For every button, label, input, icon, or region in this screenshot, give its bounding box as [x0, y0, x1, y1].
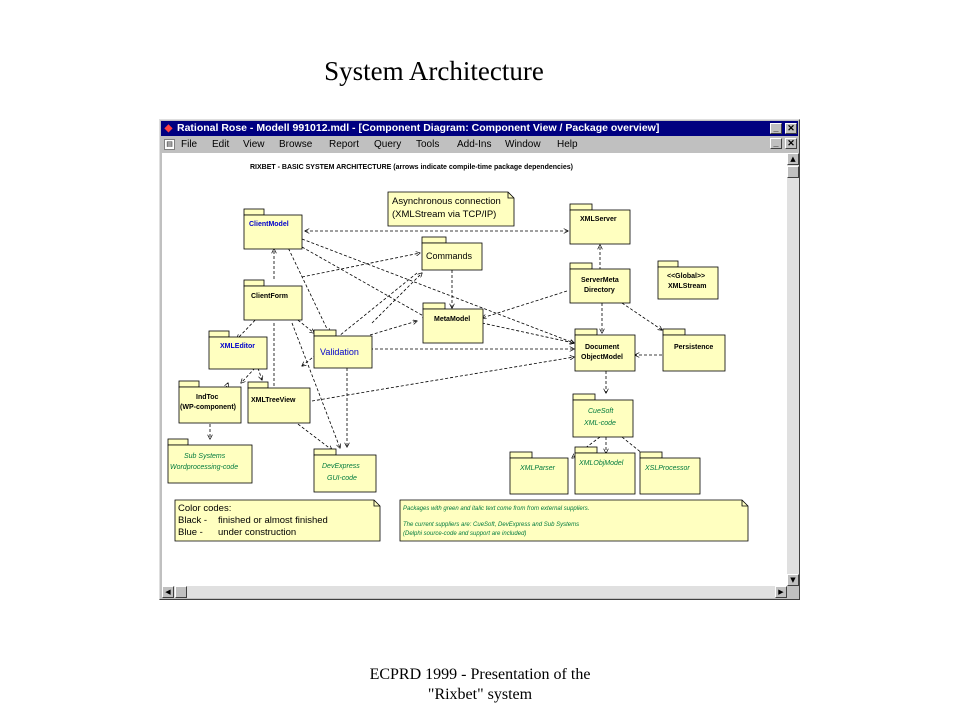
package-label: GUI-code — [327, 475, 357, 482]
vertical-scrollbar[interactable]: ▲ ▼ — [787, 153, 799, 586]
package-cuesoft[interactable]: CueSoft XML-code — [572, 393, 634, 438]
package-label: ClientForm — [251, 293, 288, 300]
package-label: XMLObjModel — [578, 460, 624, 467]
window-title-bar[interactable]: ◆ Rational Rose - Modell 991012.mdl - [C… — [161, 121, 798, 136]
package-xml-tree-view[interactable]: XMLTreeView — [247, 381, 311, 424]
package-label: XMLParser — [519, 465, 556, 472]
close-button[interactable]: ✕ — [785, 123, 797, 134]
scroll-up-arrow-icon[interactable]: ▲ — [787, 153, 799, 165]
package-label: XMLEditor — [220, 343, 255, 350]
package-persistence[interactable]: Persistence — [662, 328, 726, 372]
package-sub-systems[interactable]: Sub Systems Wordprocessing-code — [167, 438, 253, 484]
package-xsl-processor[interactable]: XSLProcessor — [639, 451, 701, 495]
package-label: XSLProcessor — [644, 465, 690, 472]
menu-window[interactable]: Window — [505, 139, 541, 150]
slide-title: System Architecture — [324, 56, 544, 86]
footer-line-1: ECPRD 1999 - Presentation of the — [369, 666, 591, 683]
scrollbar-corner — [787, 586, 799, 598]
rose-app-icon[interactable]: ◆ — [164, 123, 173, 134]
package-label: <<Global>> — [667, 273, 705, 280]
package-xml-obj-model[interactable]: XMLObjModel — [574, 446, 636, 495]
package-label: Validation — [320, 347, 359, 357]
package-commands[interactable]: Commands — [421, 236, 483, 271]
menu-bar: ▤ File Edit View Browse Report Query Too… — [161, 137, 798, 152]
package-label: DevExpress — [322, 463, 360, 470]
package-client-model[interactable]: ClientModel — [243, 208, 303, 250]
package-label: IndToc — [196, 394, 219, 401]
rational-rose-window: ◆ Rational Rose - Modell 991012.mdl - [C… — [159, 119, 800, 600]
package-devexpress[interactable]: DevExpress GUI-code — [313, 448, 377, 493]
note-color-codes[interactable]: Color codes: Black - finished or almost … — [174, 499, 381, 542]
package-meta-model[interactable]: MetaModel — [422, 302, 484, 344]
document-system-icon[interactable]: ▤ — [164, 139, 175, 150]
package-server-meta-directory[interactable]: ServerMeta Directory — [569, 262, 631, 304]
vertical-scroll-thumb[interactable] — [787, 166, 799, 178]
note-text: (Delphi source-code and support are incl… — [403, 531, 526, 537]
package-xml-parser[interactable]: XMLParser — [509, 451, 569, 495]
package-ind-toc[interactable]: IndToc (WP-component) — [178, 380, 242, 424]
scroll-left-arrow-icon[interactable]: ◀ — [162, 586, 174, 598]
package-label: ClientModel — [249, 221, 289, 228]
note-text: Packages with green and italic text come… — [403, 506, 589, 512]
package-label: XMLServer — [580, 216, 617, 223]
package-label: XMLStream — [668, 283, 707, 290]
note-text: Black - — [178, 515, 207, 526]
package-label: ObjectModel — [581, 354, 623, 361]
scroll-right-arrow-icon[interactable]: ▶ — [775, 586, 787, 598]
note-external-suppliers[interactable]: Packages with green and italic text come… — [399, 499, 749, 542]
diagram-canvas[interactable]: RIXBET - BASIC SYSTEM ARCHITECTURE (arro… — [162, 153, 787, 586]
mdi-close-button[interactable]: ✕ — [785, 138, 797, 149]
package-label: CueSoft — [588, 408, 614, 415]
note-text: finished or almost finished — [218, 515, 328, 526]
note-text: Asynchronous connection — [392, 196, 501, 207]
component-diagram: RIXBET - BASIC SYSTEM ARCHITECTURE (arro… — [167, 164, 749, 542]
package-document-object-model[interactable]: Document ObjectModel — [574, 328, 636, 372]
package-global-xml-stream[interactable]: <<Global>> XMLStream — [657, 260, 719, 300]
window-title: Rational Rose - Modell 991012.mdl - [Com… — [177, 122, 660, 134]
package-label: ServerMeta — [581, 277, 619, 284]
note-text: (XMLStream via TCP/IP) — [392, 209, 496, 220]
menu-tools[interactable]: Tools — [416, 139, 440, 150]
package-client-form[interactable]: ClientForm — [243, 279, 303, 321]
note-text: The current suppliers are: CueSoft, DevE… — [403, 522, 579, 528]
note-text: Blue - — [178, 527, 203, 538]
diagram-heading: RIXBET - BASIC SYSTEM ARCHITECTURE (arro… — [250, 164, 573, 171]
package-label: Document — [585, 344, 620, 351]
package-label: (WP-component) — [180, 404, 236, 411]
package-label: Commands — [426, 251, 473, 261]
note-async-connection[interactable]: Asynchronous connection (XMLStream via T… — [387, 191, 515, 227]
menu-add-ins[interactable]: Add-Ins — [457, 139, 492, 150]
package-label: Directory — [584, 287, 615, 294]
package-label: Wordprocessing-code — [170, 464, 238, 471]
package-validation[interactable]: Validation — [313, 329, 373, 369]
slide-footer: ECPRD 1999 - Presentation of the "Rixbet… — [278, 665, 682, 705]
package-xml-server[interactable]: XMLServer — [569, 203, 631, 245]
package-label: Sub Systems — [184, 453, 226, 460]
horizontal-scrollbar[interactable]: ◀ ▶ — [162, 586, 787, 598]
menu-query[interactable]: Query — [374, 139, 402, 150]
minimize-button[interactable]: _ — [770, 123, 782, 134]
package-xml-editor[interactable]: XMLEditor — [208, 330, 268, 370]
menu-file[interactable]: File — [181, 139, 198, 150]
mdi-minimize-button[interactable]: _ — [770, 138, 782, 149]
scroll-down-arrow-icon[interactable]: ▼ — [787, 574, 799, 586]
menu-report[interactable]: Report — [329, 139, 360, 150]
note-text: under construction — [218, 527, 296, 538]
package-label: MetaModel — [434, 316, 470, 323]
menu-view[interactable]: View — [243, 139, 265, 150]
footer-line-2: "Rixbet" system — [427, 686, 533, 703]
menu-browse[interactable]: Browse — [279, 139, 313, 150]
note-text: Color codes: — [178, 503, 231, 514]
package-label: Persistence — [674, 344, 713, 351]
package-label: XMLTreeView — [251, 397, 296, 404]
menu-edit[interactable]: Edit — [212, 139, 230, 150]
horizontal-scroll-thumb[interactable] — [175, 586, 187, 598]
package-label: XML-code — [583, 420, 616, 427]
menu-help[interactable]: Help — [557, 139, 578, 150]
